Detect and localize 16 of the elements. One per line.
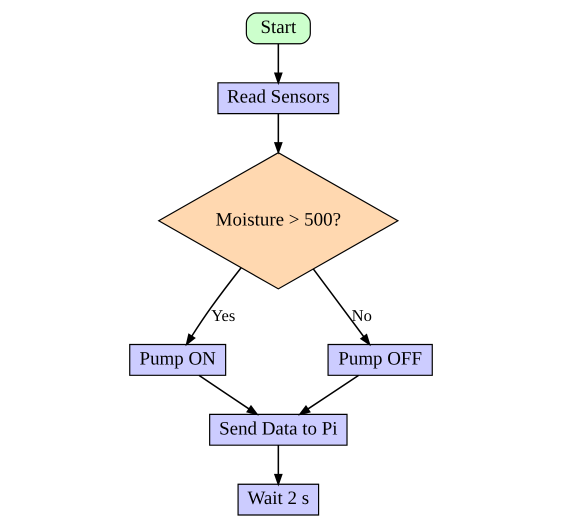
node-box: Pump OFF <box>326 344 432 376</box>
arrow <box>273 114 282 155</box>
arrow <box>297 374 358 416</box>
node-box: Wait 2 s <box>236 484 319 516</box>
arrow <box>273 445 282 486</box>
edge-label: Yes <box>210 306 235 326</box>
arrow <box>198 374 258 416</box>
node-diamond: Moisture > 500? <box>157 152 399 290</box>
arrow <box>184 267 242 346</box>
node-box: Pump ON <box>128 344 226 376</box>
node-box: Read Sensors <box>216 82 339 114</box>
arrow <box>312 268 370 346</box>
node-box: Send Data to Pi <box>208 414 348 446</box>
node-box: Start <box>245 12 310 44</box>
edge-label: No <box>351 306 372 326</box>
arrow <box>273 44 282 86</box>
